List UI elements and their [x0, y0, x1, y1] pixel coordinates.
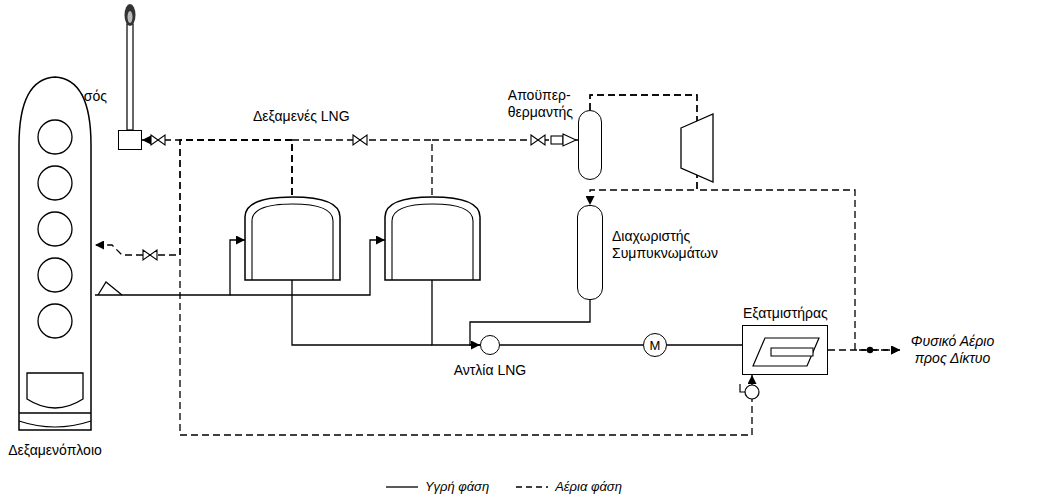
- gas-line: [180, 140, 752, 435]
- lng-storage-tanks-outline: [245, 195, 480, 280]
- lng-pump: Αντλία LNG: [480, 335, 500, 355]
- node-text: Φυσικό Αέριο προς Δίκτυο: [900, 333, 1005, 367]
- vaporizer-unit: Εξατμιστήρας: [742, 325, 828, 375]
- valve-symbol: [143, 135, 545, 260]
- label-holder: Διαχωριστής Συμπυκνωμάτων: [612, 228, 718, 262]
- legend-line-sample: [385, 482, 419, 492]
- flare-base: Πυρσός: [118, 130, 142, 150]
- loading-arm: [98, 282, 122, 295]
- label-holder: Εξατμιστήρας: [743, 305, 828, 322]
- node-label: Αντλία LNG: [454, 362, 527, 379]
- gas-line: [142, 140, 292, 195]
- spray-nozzle: [551, 134, 576, 146]
- gas-line: [590, 95, 900, 350]
- node-label: Διαχωριστής Συμπυκνωμάτων: [612, 228, 718, 262]
- node-label: Δεξαμενόπλοιο: [8, 442, 102, 459]
- liquid-line: [667, 344, 742, 345]
- desuperheater-vessel: Αποϋπερ- θερμαντής: [578, 110, 602, 180]
- lng-tanker-outline: [15, 75, 95, 430]
- legend-text: Υγρή φάση: [425, 478, 489, 495]
- label-holder: Αποϋπερ- θερμαντής: [508, 87, 573, 121]
- flare-stack: [125, 4, 136, 130]
- legend-line-sample: [515, 482, 549, 492]
- lng-storage-tanks: Δεξαμενές LNG: [245, 195, 480, 280]
- legend-entry: Αέρια φάση: [515, 478, 622, 495]
- label-holder: Δεξαμενόπλοιο: [8, 442, 102, 459]
- water-pump: [740, 384, 759, 399]
- motor-circle: M: [643, 333, 667, 357]
- condensate-separator: Διαχωριστής Συμπυκνωμάτων: [577, 205, 603, 300]
- node-label: Αποϋπερ- θερμαντής: [508, 87, 573, 121]
- label-holder: Δεξαμενές LNG: [253, 108, 350, 125]
- liquid-line: [95, 240, 245, 295]
- label-holder: Φυσικό Αέριο προς Δίκτυο: [900, 333, 1005, 367]
- gas-line: [432, 140, 578, 195]
- liquid-line: [500, 344, 643, 345]
- node-label: Εξατμιστήρας: [743, 305, 828, 322]
- tank-outlet: [292, 280, 432, 345]
- label-holder: Αντλία LNG: [454, 362, 527, 379]
- node-label: Δεξαμενές LNG: [253, 108, 350, 125]
- node-text: M: [644, 334, 666, 358]
- legend-text: Αέρια φάση: [555, 478, 622, 495]
- junction-dot: [867, 347, 873, 353]
- vaporizer-unit-outline: [743, 326, 827, 374]
- lng-tanker: Δεξαμενόπλοιο: [15, 75, 95, 430]
- compressor-symbol: [681, 114, 713, 182]
- liquid-line: [432, 280, 480, 345]
- legend: Υγρή φάση Αέρια φάση: [385, 478, 622, 495]
- label-holder: M: [644, 334, 666, 356]
- legend-entry: Υγρή φάση: [385, 478, 489, 495]
- gas-outlet: Φυσικό Αέριο προς Δίκτυο: [900, 333, 1005, 367]
